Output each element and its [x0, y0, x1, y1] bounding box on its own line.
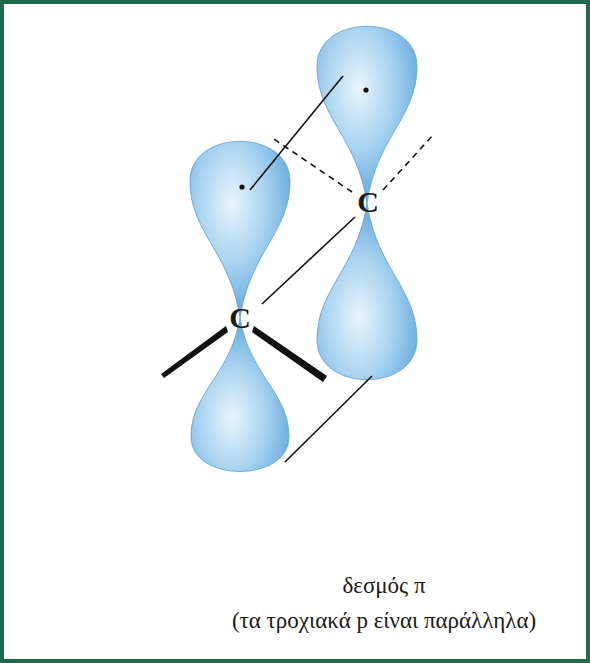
- caption: δεσμός π: [342, 573, 425, 599]
- sigma-wedge: [252, 326, 327, 382]
- electron-dot: [363, 87, 368, 92]
- sigma-bond: [262, 217, 355, 304]
- atom-label: C: [229, 301, 251, 335]
- leader-line: [250, 76, 343, 190]
- caption-note: (τα τροχιακά p είναι παράλληλα): [232, 608, 536, 634]
- sigma-wedge: [161, 326, 228, 378]
- atom-label: C: [357, 185, 379, 219]
- sigma-bond-back: [383, 134, 434, 190]
- p-orbital-lobe: [317, 26, 417, 203]
- leader-line: [285, 376, 372, 462]
- p-orbital-lobe: [317, 203, 417, 380]
- electron-dot: [239, 184, 244, 189]
- sigma-bond-back: [274, 139, 352, 192]
